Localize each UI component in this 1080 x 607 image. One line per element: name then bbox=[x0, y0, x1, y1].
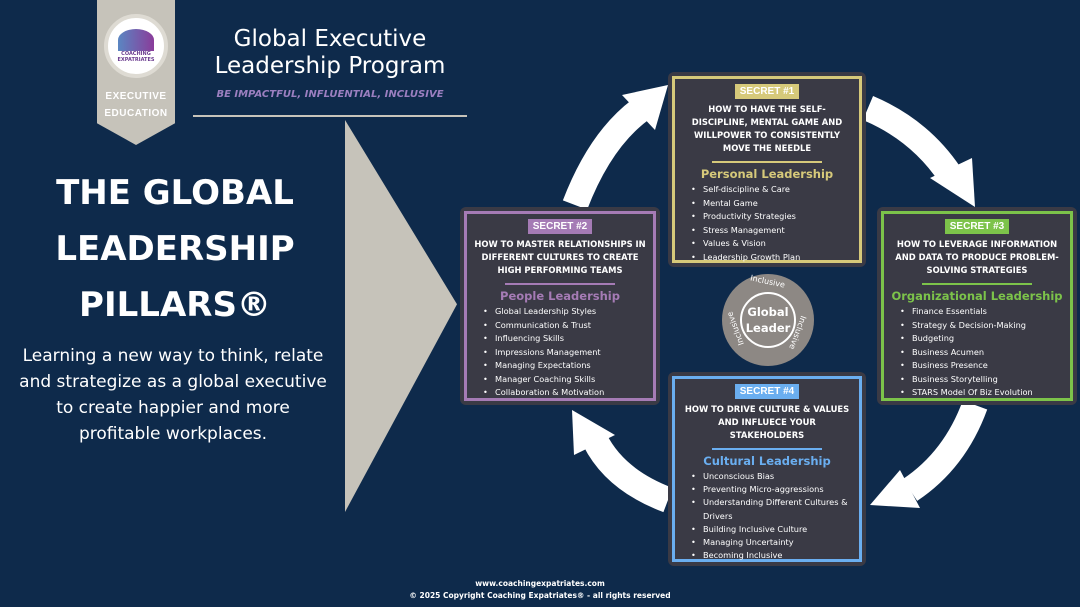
divider bbox=[193, 115, 467, 117]
list-item: Self-discipline & Care bbox=[703, 183, 853, 197]
list-item: Impressions Management bbox=[495, 346, 647, 360]
question: HOW TO HAVE THE SELF-DISCIPLINE, MENTAL … bbox=[691, 104, 843, 153]
pillar-title: Personal Leadership bbox=[700, 167, 834, 181]
tagline: BE IMPACTFUL, INFLUENTIAL, INCLUSIVE bbox=[216, 89, 444, 100]
list-item: Finance Essentials bbox=[912, 305, 1064, 319]
arrow-2-to-1 bbox=[562, 99, 649, 210]
banner-line2: EDUCATION bbox=[104, 108, 168, 119]
coaching-expatriates-logo: COACHING EXPATRIATES bbox=[104, 14, 168, 78]
pillar-title: People Leadership bbox=[500, 289, 620, 303]
copyright: © 2025 Copyright Coaching Expatriates® -… bbox=[409, 591, 671, 600]
question: HOW TO LEVERAGE INFORMATION AND DATA TO … bbox=[895, 239, 1059, 275]
list-item: Influencing Skills bbox=[495, 332, 647, 346]
badge: SECRET #3 bbox=[944, 219, 1010, 234]
list-item: Communication & Trust bbox=[495, 319, 647, 333]
pillar-title: Cultural Leadership bbox=[703, 454, 831, 468]
arrow-1-to-3 bbox=[862, 96, 961, 183]
list-item: STARS Model Of Biz Evolution bbox=[912, 386, 1064, 400]
executive-education-banner: COACHING EXPATRIATES EXECUTIVE EDUCATION bbox=[97, 0, 175, 145]
arrowhead-icon bbox=[930, 158, 975, 207]
question: HOW TO MASTER RELATIONSHIPS IN DIFFERENT… bbox=[474, 239, 646, 275]
list-item: Managing Uncertainty bbox=[703, 536, 853, 549]
badge: SECRET #2 bbox=[527, 219, 593, 234]
list-item: Manager Coaching Skills bbox=[495, 373, 647, 387]
pillar-title: Organizational Leadership bbox=[891, 289, 1063, 303]
badge: SECRET #4 bbox=[734, 384, 800, 399]
card-secret-3: SECRET #3 HOW TO LEVERAGE INFORMATION AN… bbox=[877, 207, 1077, 405]
description: Learning a new way to think, relate and … bbox=[19, 346, 327, 444]
list-item: Business Storytelling bbox=[912, 373, 1064, 387]
arrowhead-icon bbox=[572, 410, 615, 455]
list-item: Unconscious Bias bbox=[703, 470, 853, 483]
list-item: Collaboration & Motivation bbox=[495, 386, 647, 400]
arrow-4-to-2 bbox=[583, 433, 673, 513]
question: HOW TO DRIVE CULTURE & VALUES AND INFLUE… bbox=[684, 404, 850, 440]
list-item: Mental Game bbox=[703, 197, 853, 211]
website-link[interactable]: www.coachingexpatriates.com bbox=[475, 579, 605, 588]
list-item: Managing Expectations bbox=[495, 359, 647, 373]
list-item: Global Leadership Styles bbox=[495, 305, 647, 319]
banner-line1: EXECUTIVE bbox=[105, 91, 167, 102]
arrowhead-icon bbox=[622, 85, 668, 130]
list-item: Business Acumen bbox=[912, 346, 1064, 360]
badge: SECRET #1 bbox=[734, 84, 800, 99]
card-secret-1: SECRET #1 HOW TO HAVE THE SELF-DISCIPLIN… bbox=[668, 72, 866, 267]
arrowhead-icon bbox=[870, 470, 920, 508]
list-item: Leadership Growth Plan bbox=[703, 251, 853, 265]
list-item: Stress Management bbox=[703, 224, 853, 238]
list-item: Values & Vision bbox=[703, 237, 853, 251]
list-item: Business Presence bbox=[912, 359, 1064, 373]
list-item: Productivity Strategies bbox=[703, 210, 853, 224]
list-item: Preventing Micro-aggressions bbox=[703, 483, 853, 496]
list-item: Strategy & Decision-Making bbox=[912, 319, 1064, 333]
arrow-3-to-4 bbox=[902, 400, 988, 501]
list-item: Budgeting bbox=[912, 332, 1064, 346]
list-item: Becoming Inclusive bbox=[703, 549, 853, 562]
card-secret-4: SECRET #4 HOW TO DRIVE CULTURE & VALUES … bbox=[668, 372, 866, 566]
list-item: Building Inclusive Culture bbox=[703, 523, 853, 536]
list-item: Understanding Different Cultures & Drive… bbox=[703, 496, 853, 522]
card-secret-2: SECRET #2 HOW TO MASTER RELATIONSHIPS IN… bbox=[460, 207, 660, 405]
